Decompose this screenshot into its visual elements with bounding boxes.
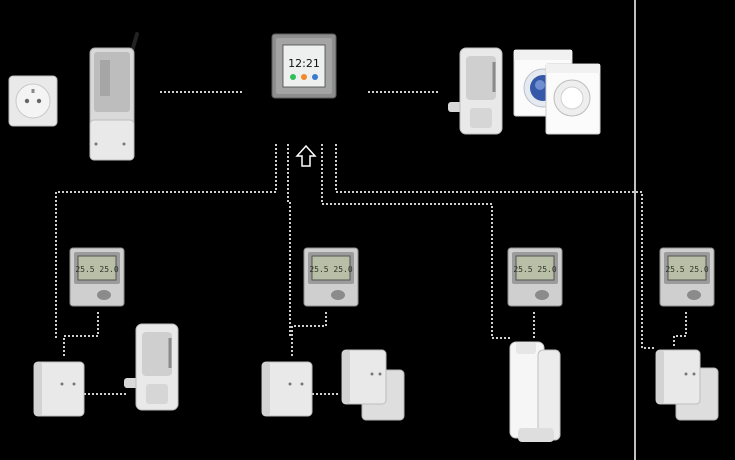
wire-thermo4-actuators bbox=[673, 312, 687, 348]
power-icon bbox=[312, 74, 318, 80]
wire-panel-zone3 bbox=[321, 144, 512, 339]
smart-plug-laundry bbox=[448, 47, 503, 135]
home-icon bbox=[290, 74, 296, 80]
thermostat-1: 25.5 25.0 bbox=[69, 247, 125, 307]
thermostat-display: 25.5 25.0 bbox=[513, 265, 557, 274]
actuators-4 bbox=[655, 349, 719, 421]
thermostat-display: 25.5 25.0 bbox=[75, 265, 119, 274]
wall-socket bbox=[8, 75, 58, 127]
window-sensor-3 bbox=[509, 341, 561, 442]
thermostat-display: 25.5 25.0 bbox=[309, 265, 353, 274]
thermostat-3: 25.5 25.0 bbox=[507, 247, 563, 307]
wire-panel-zone4 bbox=[335, 144, 656, 349]
thermostat-2: 25.5 25.0 bbox=[303, 247, 359, 307]
receiver-2 bbox=[261, 361, 313, 417]
central-control-panel: 12:21 bbox=[271, 33, 337, 99]
receiver-1 bbox=[33, 361, 85, 417]
wire-thermo1-receiver1 bbox=[63, 312, 99, 356]
wire-thermo2-receiver2 bbox=[291, 312, 327, 356]
wire-panel-zone2 bbox=[287, 144, 291, 338]
gsm-gateway bbox=[89, 32, 139, 161]
settings-icon bbox=[301, 74, 307, 80]
actuators-2 bbox=[341, 349, 405, 421]
thermostat-4: 25.5 25.0 bbox=[659, 247, 715, 307]
thermostat-display: 25.5 25.0 bbox=[665, 265, 709, 274]
panel-clock: 12:21 bbox=[288, 57, 320, 70]
wire-panel-zone1 bbox=[55, 144, 277, 338]
tumble-dryer bbox=[545, 63, 601, 135]
up-arrow-icon bbox=[295, 144, 317, 167]
connection-wires bbox=[55, 91, 687, 395]
smart-plug-1 bbox=[124, 323, 179, 411]
